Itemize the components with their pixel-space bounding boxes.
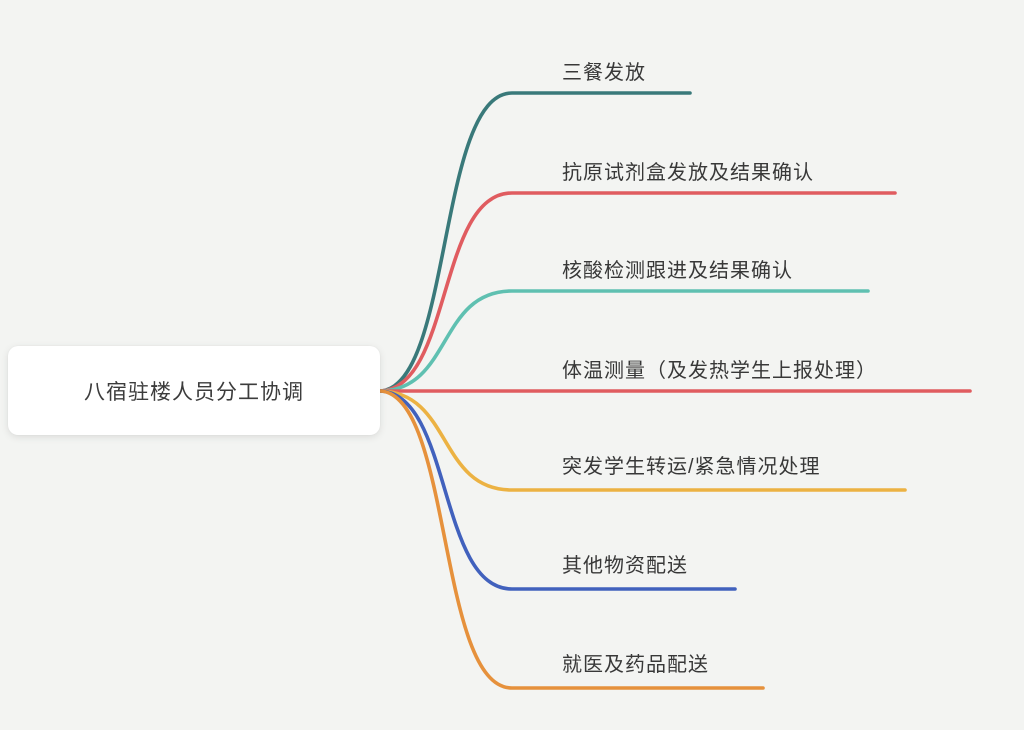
root-topic-label: 八宿驻楼人员分工协调 [84, 380, 304, 404]
root-topic-node[interactable]: 八宿驻楼人员分工协调 [8, 346, 380, 435]
branch-label-medical[interactable]: 就医及药品配送 [562, 654, 709, 676]
branch-label-supplies[interactable]: 其他物资配送 [562, 555, 688, 577]
branch-label-antigen[interactable]: 抗原试剂盒发放及结果确认 [562, 162, 814, 184]
branch-label-meals[interactable]: 三餐发放 [562, 62, 646, 84]
branch-line-medical [379, 389, 765, 690]
branch-label-temperature[interactable]: 体温测量（及发热学生上报处理） [562, 360, 877, 382]
branch-label-emergency[interactable]: 突发学生转运/紧急情况处理 [562, 456, 821, 478]
branch-line-meals [379, 91, 692, 393]
branch-line-pcr [379, 289, 870, 393]
branch-line-antigen [379, 191, 897, 393]
branch-line-supplies [379, 389, 737, 591]
branch-label-pcr[interactable]: 核酸检测跟进及结果确认 [562, 260, 793, 282]
branch-line-emergency [379, 389, 907, 492]
